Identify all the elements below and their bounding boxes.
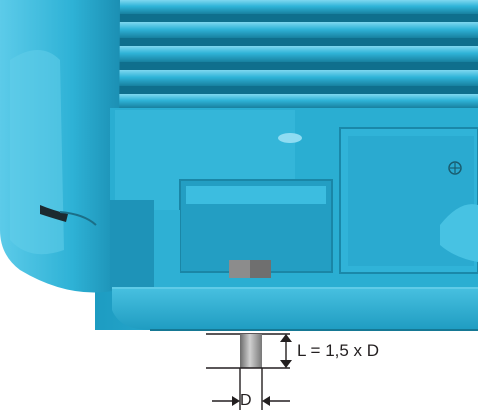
length-dimension-arrow <box>280 334 292 368</box>
mount-hole <box>278 133 302 143</box>
diameter-label: D <box>240 392 252 409</box>
cooling-fins <box>110 0 478 108</box>
cable-gland <box>440 204 478 262</box>
foot-plate <box>112 288 478 330</box>
diameter-dimension-arrows <box>212 396 290 406</box>
earth-ground-icon <box>448 161 462 175</box>
length-formula-label: L = 1,5 x D <box>297 341 380 360</box>
end-cap-highlight <box>10 50 64 255</box>
end-cap-latch <box>40 205 68 222</box>
mounting-bolt <box>240 334 262 368</box>
